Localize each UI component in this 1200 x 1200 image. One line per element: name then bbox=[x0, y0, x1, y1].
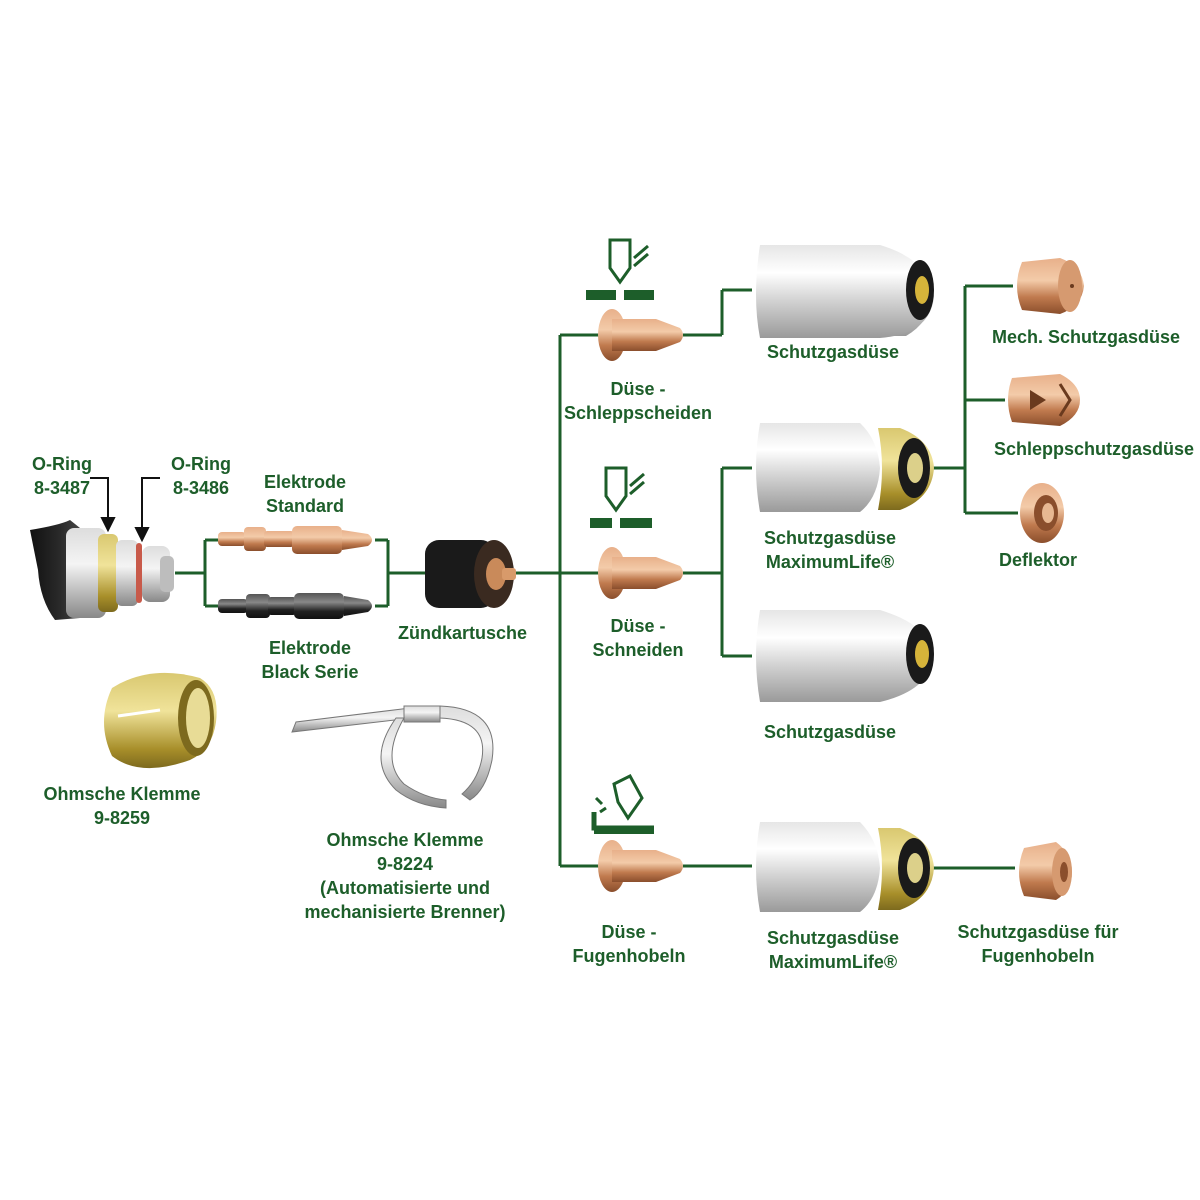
nozzle-drag bbox=[598, 309, 683, 361]
shield-cup-low bbox=[756, 610, 934, 702]
nozzle-cut-label: Düse -Schneiden bbox=[592, 616, 684, 660]
shield-cup-top-label: Schutzgasdüse bbox=[766, 342, 900, 362]
electrode-black bbox=[218, 593, 372, 619]
shield-cup-top bbox=[756, 245, 934, 338]
start-cartridge-label: Zündkartusche bbox=[397, 623, 528, 643]
nozzle-cut bbox=[598, 547, 683, 599]
shield-cup-maxlife-bottom bbox=[756, 822, 934, 912]
nozzle-drag-label: Düse -Schleppscheiden bbox=[563, 379, 713, 423]
nozzle-gouge bbox=[598, 840, 683, 892]
drag-shield-cap bbox=[1008, 374, 1080, 426]
start-cartridge bbox=[425, 540, 516, 608]
torch-head bbox=[30, 520, 174, 620]
standoff-cut-icon bbox=[590, 466, 652, 530]
connector-lines bbox=[175, 284, 1018, 870]
electrode-standard bbox=[218, 526, 372, 554]
oring-arrows bbox=[90, 477, 160, 543]
ohmic-clip-bracket bbox=[291, 705, 494, 809]
gouging-icon bbox=[591, 774, 654, 834]
deflector bbox=[1020, 483, 1064, 543]
deflector-label: Deflektor bbox=[998, 550, 1078, 570]
drag-shield-cap-label: Schleppschutzgasdüse bbox=[994, 439, 1195, 459]
gouging-shield-cap bbox=[1019, 842, 1072, 900]
shield-cup-low-label: Schutzgasdüse bbox=[763, 722, 897, 742]
mech-shield-cap-label: Mech. Schutzgasdüse bbox=[991, 327, 1181, 347]
mech-shield-cap bbox=[1017, 258, 1084, 314]
drag-cut-icon bbox=[586, 238, 654, 302]
nozzle-gouge-label: Düse -Fugenhobeln bbox=[572, 922, 686, 966]
shield-cup-maxlife-mid bbox=[756, 423, 934, 512]
ohmic-clip-ring bbox=[104, 672, 217, 769]
